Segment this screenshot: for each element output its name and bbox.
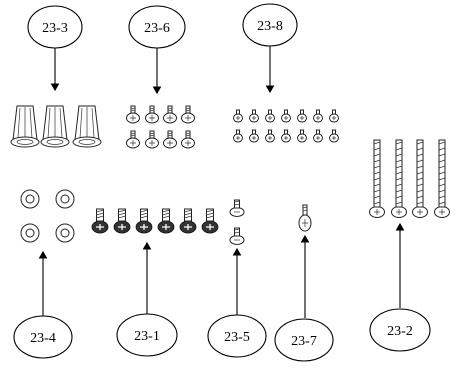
tiny-screw-icon <box>233 129 243 143</box>
screw-icon <box>113 208 131 234</box>
washer-icon <box>55 189 75 209</box>
screw-icon <box>163 130 177 149</box>
screw-icon <box>179 208 197 234</box>
screw-icon <box>91 208 109 234</box>
wire-nut-icon <box>10 105 40 148</box>
callout-23-1-label: 23-1 <box>134 329 160 344</box>
long-screw-icon <box>412 139 428 218</box>
callout-23-7-label: 23-7 <box>291 334 317 349</box>
group-23-4: 23-4 <box>13 189 75 359</box>
group-23-2: 23-2 <box>369 139 450 352</box>
wire-nut-icon <box>72 105 102 148</box>
washer-icon <box>55 223 75 243</box>
screw-icon <box>229 227 245 245</box>
screw-icon <box>157 208 175 234</box>
long-screw-icon <box>434 139 450 218</box>
screw-icon <box>201 208 219 234</box>
screw-icon <box>181 105 195 124</box>
wire-nut-icon <box>40 105 70 148</box>
callout-23-5 <box>207 314 267 358</box>
screw-icon <box>145 105 159 124</box>
long-screw-icon <box>369 139 385 218</box>
tiny-screw-icon <box>329 109 339 123</box>
tiny-screw-icon <box>249 129 259 143</box>
screw-icon <box>126 105 140 124</box>
callout-23-4-label: 23-4 <box>30 331 56 346</box>
screw-icon <box>126 130 140 149</box>
callout-23-7 <box>274 318 334 362</box>
tiny-screw-icon <box>281 109 291 123</box>
callout-23-6-label: 23-6 <box>144 21 170 36</box>
long-screw-icon <box>391 139 407 218</box>
tiny-screw-icon <box>265 129 275 143</box>
group-23-7: 23-7 <box>274 204 334 362</box>
tiny-screw-icon <box>281 129 291 143</box>
callout-23-1 <box>116 313 178 357</box>
screw-icon <box>135 208 153 234</box>
callout-23-4 <box>13 315 73 359</box>
screw-icon <box>229 199 245 217</box>
screw-icon <box>298 204 312 232</box>
tiny-screw-icon <box>313 129 323 143</box>
washer-icon <box>20 223 40 243</box>
group-23-5: 23-5 <box>207 199 267 358</box>
callout-23-2 <box>369 308 431 352</box>
tiny-screw-icon <box>265 109 275 123</box>
callout-23-5-label: 23-5 <box>224 330 250 345</box>
tiny-screw-icon <box>329 129 339 143</box>
group-23-1: 23-1 <box>91 208 219 357</box>
callout-23-2-label: 23-2 <box>387 324 413 339</box>
screw-icon <box>181 130 195 149</box>
tiny-screw-icon <box>249 109 259 123</box>
washer-icon <box>20 189 40 209</box>
screw-icon <box>163 105 177 124</box>
callout-23-8-label: 23-8 <box>257 19 283 34</box>
tiny-screw-icon <box>297 129 307 143</box>
tiny-screw-icon <box>313 109 323 123</box>
tiny-screw-icon <box>233 109 243 123</box>
group-23-6: 23-6 <box>126 5 195 149</box>
group-23-8: 23-8 <box>233 3 339 143</box>
callout-23-3-label: 23-3 <box>42 21 68 36</box>
screw-icon <box>145 130 159 149</box>
group-23-3: 23-3 <box>10 5 102 148</box>
tiny-screw-icon <box>297 109 307 123</box>
